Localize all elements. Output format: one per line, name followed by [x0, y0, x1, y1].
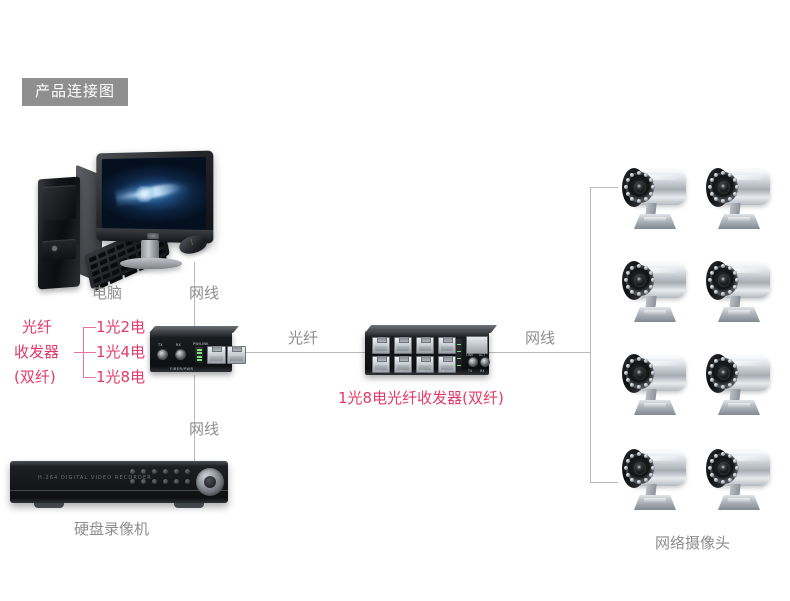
bullet-ip-camera-icon — [700, 447, 774, 515]
switch-port-label-3: 5-6 — [418, 369, 424, 373]
bullet-ip-camera-icon — [616, 166, 690, 234]
camera-bracket-arm-top — [590, 187, 618, 188]
switch-uplink-label-link: LINK — [466, 353, 474, 357]
switch-rj45-port — [416, 337, 434, 354]
switch-port-block — [372, 337, 456, 373]
dvr-recorder-icon: H.264 DIGITAL VIDEO RECORDER — [10, 461, 228, 508]
switch-fiber-tx-port — [468, 357, 478, 367]
bullet-ip-camera-icon — [700, 259, 774, 327]
option-bracket-arm-top — [83, 327, 96, 328]
label-option-2: 1光4电 — [96, 343, 146, 361]
converter-rx-label: RX — [176, 343, 182, 347]
page-title-badge: 产品连接图 — [22, 78, 129, 106]
label-computer: 电脑 — [92, 284, 123, 302]
monitor-screen — [101, 156, 207, 230]
bullet-ip-camera-icon — [616, 352, 690, 420]
network-switch-icon: 1-2 3-4 5-6 7-8 LINK ACT TX RX — [365, 331, 490, 375]
camera-bracket-spine — [590, 187, 591, 483]
wallpaper-logo-glow — [134, 186, 155, 203]
label-converter-line3: (双纤) — [14, 368, 56, 386]
converter-rj45-port-2 — [227, 346, 246, 364]
bullet-ip-camera-icon — [700, 352, 774, 420]
line-converter-to-switch — [232, 352, 366, 353]
switch-rj45-port — [438, 337, 456, 354]
converter-led-bank — [195, 347, 203, 363]
switch-fiber-rx-label: RX — [480, 369, 485, 373]
line-pc-to-converter — [194, 262, 195, 328]
label-fiber: 光纤 — [288, 329, 319, 347]
switch-uplink-label-act: ACT — [479, 353, 486, 357]
converter-rj45-port-1 — [207, 346, 226, 364]
switch-rj45-port — [438, 356, 456, 373]
label-converter-line1: 光纤 — [22, 318, 53, 336]
line-switch-to-cameras — [489, 352, 590, 353]
switch-led-bank — [456, 339, 462, 371]
monitor-icon — [96, 150, 214, 244]
converter-fiber-tx-port — [157, 349, 168, 360]
switch-rj45-port — [372, 356, 390, 373]
label-option-3: 1光8电 — [96, 368, 146, 386]
pc-power-led — [52, 246, 57, 251]
switch-rj45-port — [394, 356, 412, 373]
bullet-ip-camera-icon — [616, 447, 690, 515]
bullet-ip-camera-icon — [616, 259, 690, 327]
dvr-foot-right — [174, 502, 204, 508]
monitor-stand-neck — [141, 240, 159, 262]
line-converter-to-dvr — [194, 375, 195, 461]
option-bracket-arm-mid — [83, 352, 96, 353]
converter-tx-label: TX — [158, 343, 163, 347]
label-cable-bottom: 网线 — [189, 420, 220, 438]
label-cameras: 网络摄像头 — [655, 534, 731, 552]
label-dvr: 硬盘录像机 — [74, 520, 150, 538]
switch-fiber-tx-label: TX — [468, 369, 473, 373]
converter-fiber-rx-port — [175, 349, 186, 360]
option-bracket-stem — [74, 352, 83, 353]
switch-port-label-2: 3-4 — [397, 369, 403, 373]
switch-port-label-1: 1-2 — [376, 369, 382, 373]
converter-brand-label: FIBER/PWR — [170, 367, 194, 371]
option-bracket-arm-bottom — [83, 377, 96, 378]
converter-led-label: PW/LINK — [193, 342, 209, 346]
label-switch-caption: 1光8电光纤收发器(双纤) — [338, 389, 504, 407]
monitor-stand-base — [120, 258, 182, 269]
dvr-jog-wheel — [196, 468, 224, 496]
label-cable-right: 网线 — [525, 329, 556, 347]
label-option-1: 1光2电 — [96, 318, 146, 336]
switch-uplink-module — [466, 336, 488, 354]
label-cable-top: 网线 — [189, 284, 220, 302]
camera-bracket-arm-bottom — [590, 482, 618, 483]
pc-tower-icon — [38, 176, 80, 290]
switch-rj45-port — [394, 337, 412, 354]
media-converter-icon: TX RX PW/LINK FIBER/PWR — [150, 331, 246, 372]
switch-fiber-rx-port — [480, 357, 490, 367]
bullet-ip-camera-icon — [700, 166, 774, 234]
dvr-foot-left — [34, 502, 64, 508]
dvr-button-panel — [130, 469, 192, 489]
label-converter-line2: 收发器 — [14, 343, 60, 361]
dvr-brand-label: H.264 DIGITAL VIDEO RECORDER — [38, 475, 152, 481]
switch-rj45-port — [416, 356, 434, 373]
switch-rj45-port — [372, 337, 390, 354]
switch-port-label-4: 7-8 — [439, 369, 445, 373]
